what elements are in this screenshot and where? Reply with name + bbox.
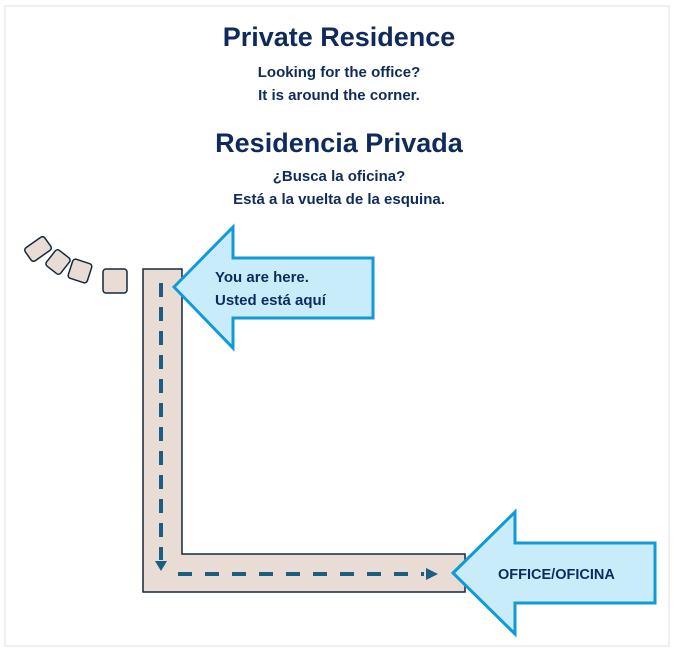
subtitle-english-line1: Looking for the office? bbox=[258, 64, 421, 81]
stepping-stones bbox=[24, 235, 128, 294]
route-arrowhead-down bbox=[155, 561, 167, 571]
stepping-stone bbox=[67, 258, 93, 284]
you-are-here-arrow bbox=[171, 223, 375, 352]
stepping-stone bbox=[24, 235, 52, 263]
stepping-stone bbox=[45, 249, 71, 275]
subtitle-spanish-line1: ¿Busca la oficina? bbox=[273, 168, 406, 185]
you-are-here-label-spanish: Usted está aquí bbox=[215, 292, 327, 309]
stepping-stone bbox=[102, 268, 128, 294]
office-label: OFFICE/OFICINA bbox=[498, 567, 615, 583]
route-arrowhead-right bbox=[426, 568, 438, 580]
title-spanish: Residencia Privada bbox=[215, 128, 464, 158]
page-border bbox=[4, 5, 670, 647]
you-are-here-label-english: You are here. bbox=[215, 269, 309, 286]
title-english: Private Residence bbox=[223, 22, 456, 52]
office-arrow bbox=[450, 508, 657, 638]
subtitle-english-line2: It is around the corner. bbox=[258, 87, 420, 104]
subtitle-spanish-line2: Está a la vuelta de la esquina. bbox=[233, 191, 445, 208]
walkway-path bbox=[142, 268, 466, 593]
